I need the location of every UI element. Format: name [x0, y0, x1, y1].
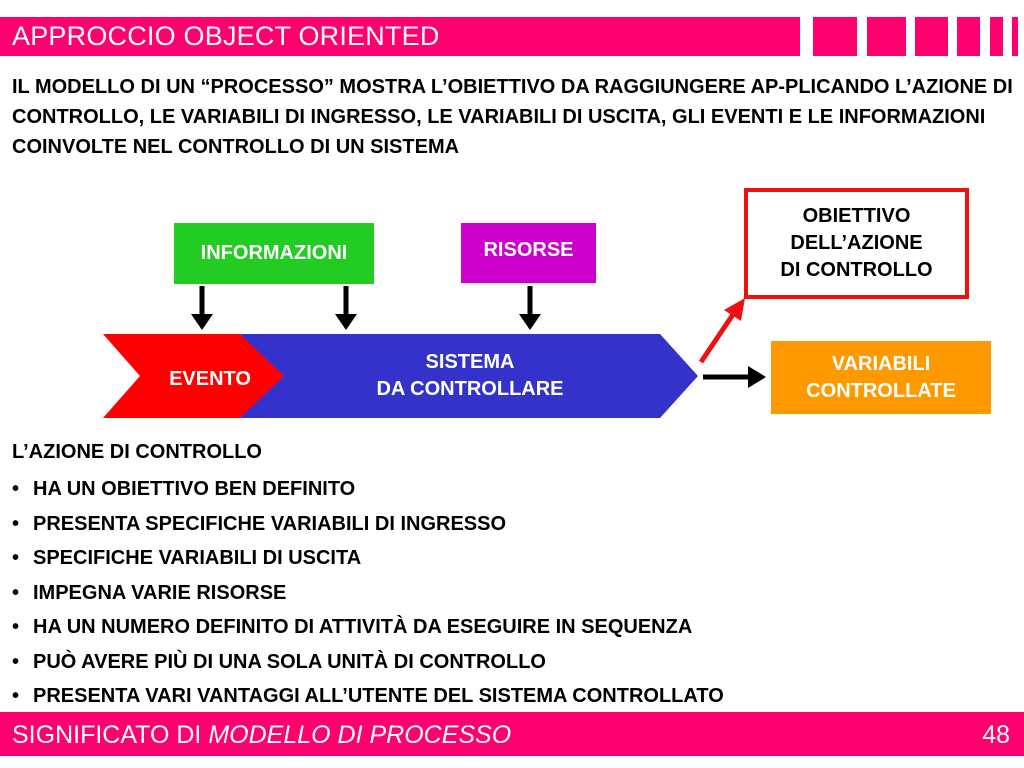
list-item-text: HA UN OBIETTIVO BEN DEFINITO — [33, 478, 356, 500]
arrow-right-icon — [703, 366, 766, 388]
arrow-up-right-icon — [698, 298, 745, 364]
arrow-down-icon — [335, 286, 357, 330]
sistema-shape — [240, 334, 698, 418]
list-item: • HA UN NUMERO DEFINITO DI ATTIVITÀ DA ES… — [12, 612, 724, 647]
header-decor-block — [1012, 17, 1018, 56]
footer-title-italic: MODELLO DI PROCESSO — [208, 721, 512, 749]
obiettivo-box: OBIETTIVO DELL’AZIONE DI CONTROLLO — [744, 188, 969, 299]
bullet-icon: • — [12, 650, 20, 673]
obiettivo-line: OBIETTIVO — [802, 205, 911, 227]
bullet-icon: • — [12, 547, 20, 569]
bullet-icon: • — [12, 616, 20, 638]
header-decor-block — [957, 17, 980, 56]
list-item-text: PUÒ AVERE PIÙ DI UNA SOLA UNITÀ DI CONTR… — [33, 650, 546, 673]
arrow-down-icon — [519, 286, 541, 330]
header-decor-block — [867, 17, 906, 56]
sistema-line: DA CONTROLLARE — [376, 378, 564, 400]
sistema-label: SISTEMA DA CONTROLLARE — [330, 349, 610, 403]
list-title: L’AZIONE DI CONTROLLO — [12, 441, 262, 463]
list-item-text: PRESENTA VARI VANTAGGI ALL’UTENTE DEL SI… — [33, 685, 724, 707]
header-bar: APPROCCIO OBJECT ORIENTED — [0, 17, 800, 56]
intro-paragraph: IL MODELLO DI UN “PROCESSO” MOSTRA L’OBI… — [12, 76, 1013, 158]
footer-title-plain: SIGNIFICATO DI — [12, 721, 209, 749]
obiettivo-line: DELL’AZIONE — [790, 232, 923, 254]
header-decor-block — [990, 17, 1003, 56]
header-decor-block — [915, 17, 948, 56]
list-item-text: SPECIFICHE VARIABILI DI USCITA — [33, 547, 362, 569]
bullet-icon: • — [12, 478, 20, 500]
bullet-icon: • — [12, 581, 20, 604]
slide-title: APPROCCIO OBJECT ORIENTED — [12, 21, 440, 51]
bullet-icon: • — [12, 685, 20, 707]
evento-label: EVENTO — [169, 368, 251, 390]
informazioni-box: INFORMAZIONI — [174, 223, 374, 284]
variabili-box: VARIABILI CONTROLLATE — [771, 341, 991, 414]
footer-title: SIGNIFICATO DI MODELLO DI PROCESSO — [12, 721, 511, 750]
evento-shape — [103, 334, 284, 418]
list-item-text: PRESENTA SPECIFICHE VARIABILI DI INGRESS… — [33, 512, 507, 535]
sistema-line: SISTEMA — [425, 351, 515, 373]
list-item: • SPECIFICHE VARIABILI DI USCITA — [12, 543, 724, 578]
header-decor-block — [813, 17, 857, 56]
variabili-line: CONTROLLATE — [806, 379, 956, 402]
list-item: • IMPEGNA VARIE RISORSE — [12, 578, 724, 613]
arrow-down-icon — [191, 286, 213, 330]
list-item: • HA UN OBIETTIVO BEN DEFINITO — [12, 474, 724, 509]
list-item: • PRESENTA VARI VANTAGGI ALL’UTENTE DEL S… — [12, 681, 724, 716]
bullet-icon: • — [12, 512, 20, 535]
bullet-list: • HA UN OBIETTIVO BEN DEFINITO • PRESENTA … — [12, 474, 724, 716]
list-item-text: HA UN NUMERO DEFINITO DI ATTIVITÀ DA ESE… — [33, 616, 693, 638]
page-number: 48 — [982, 721, 1010, 749]
obiettivo-line: DI CONTROLLO — [780, 259, 933, 281]
variabili-line: VARIABILI — [831, 352, 931, 375]
list-item: • PUÒ AVERE PIÙ DI UNA SOLA UNITÀ DI CONT… — [12, 647, 724, 682]
list-item: • PRESENTA SPECIFICHE VARIABILI DI INGRES… — [12, 509, 724, 544]
risorse-box: RISORSE — [461, 223, 596, 283]
footer-bar: SIGNIFICATO DI MODELLO DI PROCESSO 48 — [0, 712, 1024, 756]
list-item-text: IMPEGNA VARIE RISORSE — [33, 581, 287, 604]
